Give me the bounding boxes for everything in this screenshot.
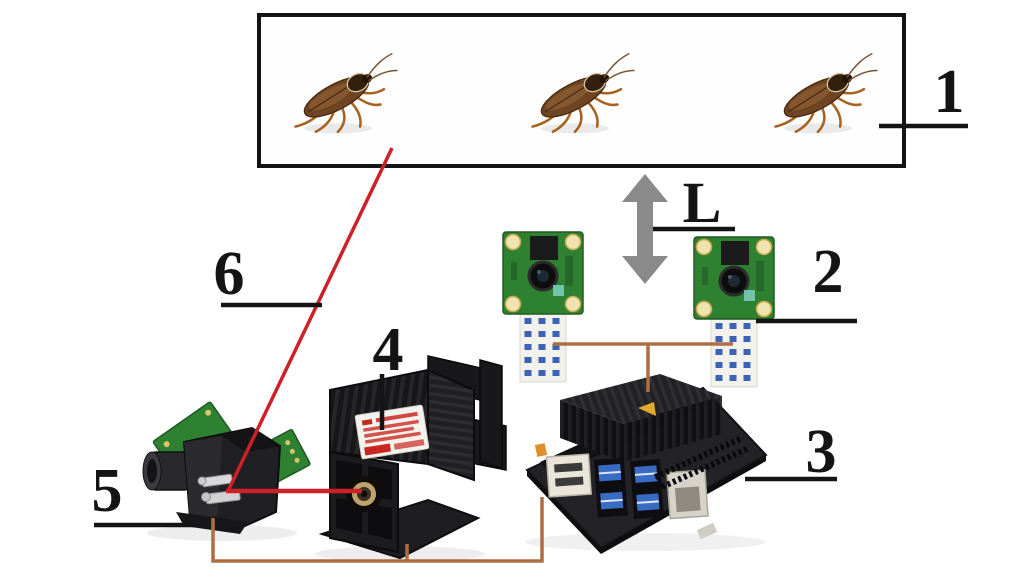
camera-module-right xyxy=(694,237,774,387)
label-board: 3 xyxy=(805,418,837,486)
galvo-mirrors xyxy=(197,473,241,505)
wiring-connections xyxy=(211,342,733,563)
laser-beam-deflected xyxy=(227,147,394,490)
label-laser: 4 xyxy=(372,316,404,384)
distance-double-arrow-icon xyxy=(622,174,668,284)
label-beam: 6 xyxy=(213,240,245,308)
label-distance: L xyxy=(682,170,722,235)
annotation-lines xyxy=(94,123,968,528)
label-arena: 1 xyxy=(933,58,965,126)
laser-warning-sticker xyxy=(354,404,430,460)
camera-module-left xyxy=(503,232,583,382)
galvo-scanner-image xyxy=(142,401,311,541)
label-cameras: 2 xyxy=(812,238,844,306)
laser-module-image xyxy=(315,355,507,562)
label-galvo: 5 xyxy=(91,457,123,525)
embedded-board-image xyxy=(525,374,768,554)
